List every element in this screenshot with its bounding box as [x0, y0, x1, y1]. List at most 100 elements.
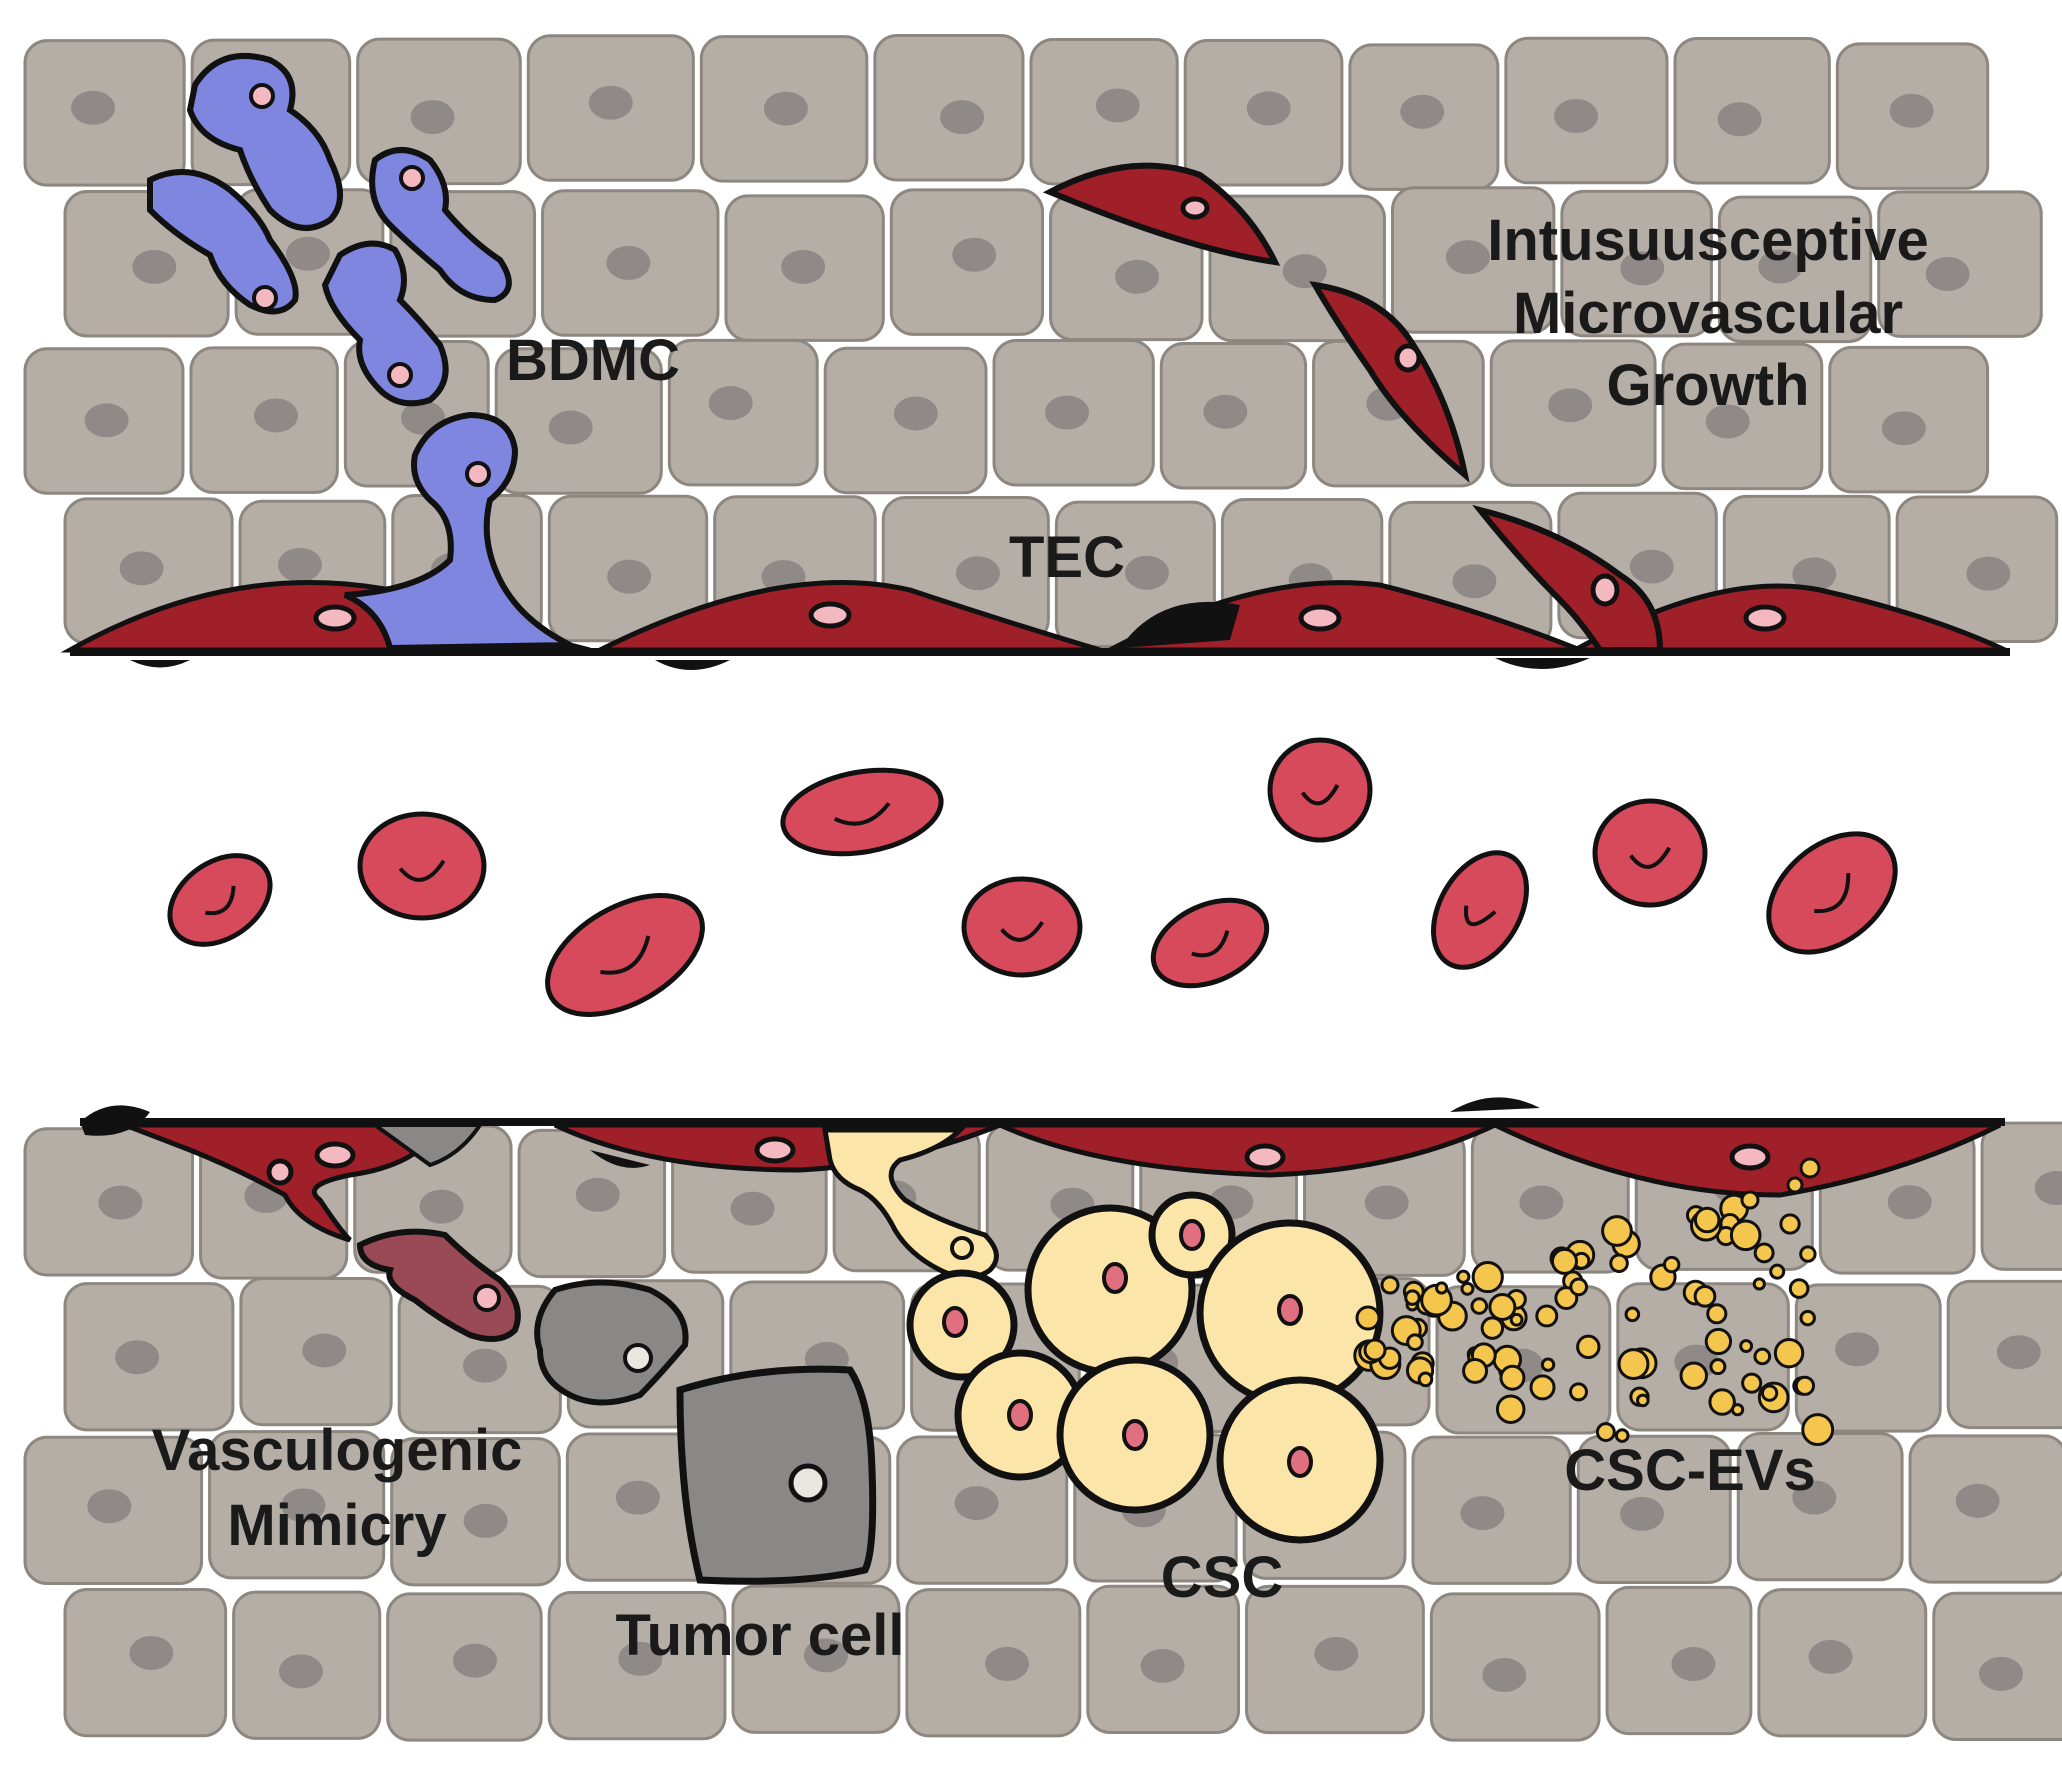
endothelial-cell: [1573, 583, 2007, 653]
red-blood-cell: [1267, 737, 1373, 843]
bdmc-nucleus: [465, 461, 491, 487]
extracellular-vesicle: [1462, 1357, 1489, 1384]
label-bdmc: BDMC: [506, 328, 680, 393]
extracellular-vesicle: [1662, 1255, 1681, 1274]
extracellular-vesicle: [1636, 1393, 1650, 1408]
red-blood-cell: [780, 767, 944, 857]
red-blood-cell-center: [204, 885, 236, 916]
tec-nucleus: [1180, 196, 1210, 220]
membrane-blob: [80, 1105, 150, 1136]
tissue-cell-nucleus: [302, 1333, 347, 1368]
tec-nucleus: [808, 601, 852, 629]
extracellular-vesicle: [1471, 1260, 1504, 1294]
red-blood-cell-center: [1300, 784, 1340, 806]
bdmc-cell: [147, 169, 299, 315]
red-blood-cell: [357, 811, 487, 921]
red-blood-cell-center: [1191, 930, 1230, 958]
red-blood-cell-center: [600, 935, 651, 975]
extracellular-vesicle: [1729, 1219, 1762, 1252]
csc-nucleus: [1007, 1399, 1033, 1431]
tissue-cell-nucleus: [607, 559, 652, 594]
csc-nucleus: [1122, 1419, 1148, 1451]
extracellular-vesicle: [1406, 1333, 1424, 1351]
tec-nucleus: [1394, 343, 1422, 373]
tissue-cell-nucleus: [952, 237, 997, 272]
tissue-cell-nucleus: [132, 249, 177, 284]
extracellular-vesicle: [1614, 1428, 1630, 1443]
red-blood-cell-body: [545, 893, 705, 1017]
extracellular-vesicle: [1704, 1327, 1733, 1356]
tissue-cell-nucleus: [278, 1654, 323, 1689]
tissue-cell-nucleus: [1140, 1648, 1185, 1683]
tissue-cell-nucleus: [1619, 1496, 1664, 1531]
extracellular-vesicle: [1706, 1303, 1728, 1325]
red-blood-cell-body: [1150, 897, 1270, 989]
tumor-cell-body: [676, 1365, 877, 1585]
csc-nucleus: [1287, 1446, 1313, 1478]
bdmc-cell: [186, 52, 343, 231]
tissue-cell-nucleus: [410, 99, 455, 134]
tissue-cell-nucleus: [1758, 249, 1803, 284]
tissue-cell-nucleus: [1955, 1483, 2000, 1518]
tissue-cell-nucleus: [1095, 88, 1140, 123]
tec-nucleus: [1590, 573, 1620, 607]
tissue-cell-nucleus: [955, 556, 1000, 591]
extracellular-vesicle: [1617, 1348, 1650, 1381]
tissue-cell-nucleus: [1629, 549, 1674, 584]
tec-nucleus: [754, 1136, 796, 1164]
membrane-blob: [1120, 601, 1240, 648]
tissue-cell-nucleus: [2034, 1171, 2062, 1206]
tissue-cell-nucleus: [575, 1177, 620, 1212]
bdmc-cluster: [147, 52, 572, 652]
extracellular-vesicle: [1569, 1382, 1588, 1402]
csc-nucleus: [1179, 1219, 1205, 1251]
tissue-cell-nucleus: [1115, 259, 1160, 294]
extracellular-vesicle: [1708, 1388, 1736, 1416]
vessel-lumen-red-blood-cells: [167, 737, 1898, 1017]
extracellular-vesicle: [1488, 1292, 1517, 1321]
bdmc-nucleus: [252, 285, 278, 311]
extracellular-vesicle: [1495, 1394, 1526, 1424]
red-blood-cell-center: [398, 859, 446, 882]
tumor-cell: [676, 1365, 877, 1585]
tissue-cell-nucleus: [1717, 102, 1762, 137]
extracellular-vesicle: [1480, 1316, 1505, 1340]
red-blood-cell-body: [780, 767, 944, 857]
extracellular-vesicle: [1760, 1384, 1779, 1402]
extracellular-vesicle: [1773, 1337, 1805, 1369]
tissue-cell-nucleus: [985, 1646, 1030, 1681]
red-blood-cell-center: [1629, 846, 1671, 869]
tissue-cell-nucleus: [940, 100, 985, 135]
tissue-cell-nucleus: [119, 551, 164, 586]
extracellular-vesicle: [1529, 1374, 1556, 1401]
red-blood-cell-body: [357, 811, 487, 921]
bdmc-cell: [321, 240, 449, 407]
csc-extracellular-vesicles: [1353, 1157, 1835, 1447]
extracellular-vesicle: [1740, 1190, 1760, 1210]
tissue-cell-nucleus: [87, 1489, 132, 1524]
tissue-cell-nucleus: [1460, 1496, 1505, 1531]
extracellular-vesicle: [1535, 1304, 1559, 1328]
label-csc-evs: CSC-EVs: [1564, 1438, 1815, 1503]
extracellular-vesicle: [1752, 1277, 1766, 1291]
tissue-cell-nucleus: [618, 1641, 663, 1676]
tec-nucleus: [266, 1158, 294, 1186]
extracellular-vesicle: [1799, 1245, 1817, 1263]
tissue-cell-nucleus: [1925, 256, 1970, 291]
extracellular-vesicle: [1624, 1306, 1641, 1323]
extracellular-vesicle: [1609, 1253, 1629, 1274]
tissue-cell-nucleus: [954, 1486, 999, 1521]
extracellular-vesicle: [1753, 1347, 1772, 1366]
red-blood-cell: [167, 853, 273, 947]
extracellular-vesicle: [1404, 1289, 1421, 1306]
tissue-cell-nucleus: [893, 396, 938, 431]
tumor-cell-nucleus: [788, 1463, 828, 1503]
tissue-cell-nucleus: [462, 1348, 507, 1383]
migrating-endothelial-cell: [1309, 281, 1470, 483]
red-blood-cell-body: [1766, 831, 1898, 955]
extracellular-vesicle: [1769, 1263, 1786, 1280]
label-csc: CSC: [1161, 1545, 1283, 1610]
red-blood-cell-center: [1464, 905, 1497, 927]
extracellular-vesicle: [1540, 1357, 1556, 1372]
bdmc-nucleus: [249, 83, 275, 109]
